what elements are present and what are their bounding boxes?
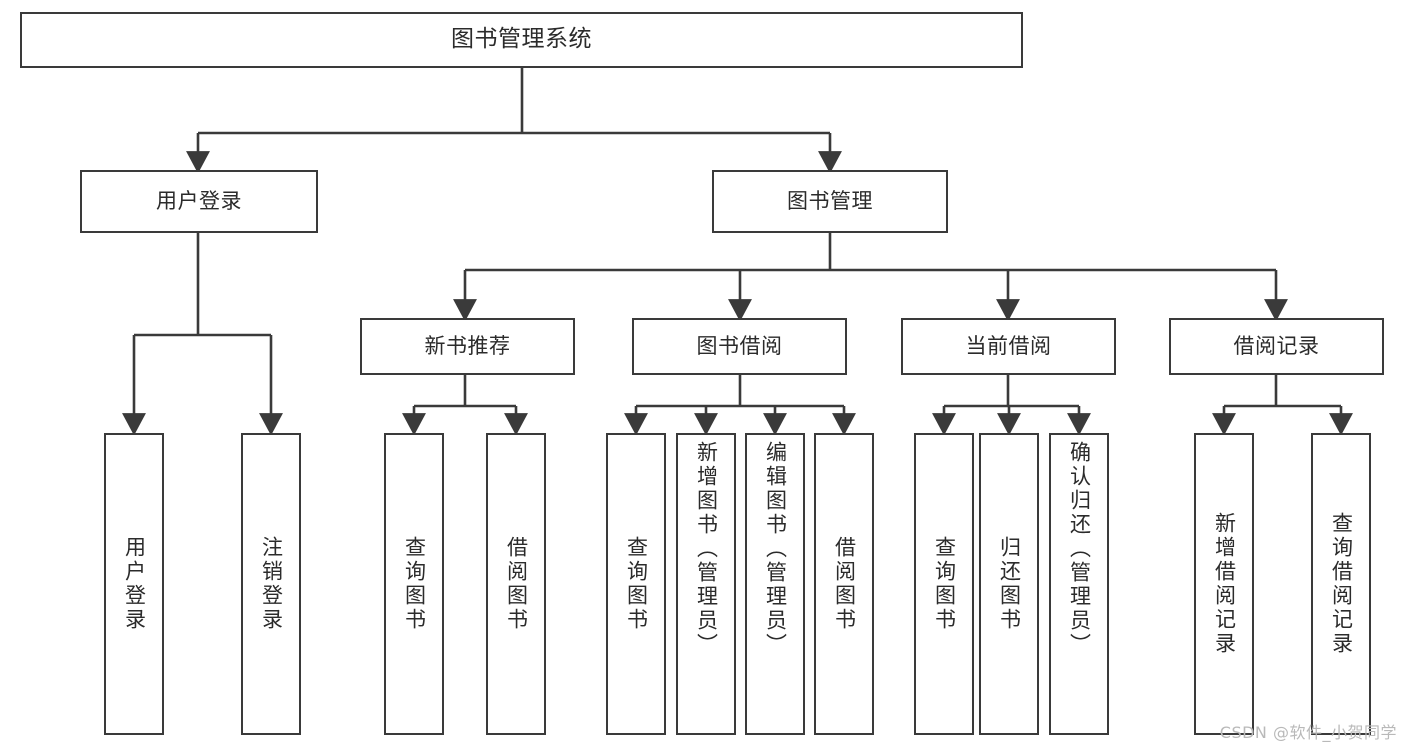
- node-label: 用户登录: [156, 188, 242, 213]
- node-user-login[interactable]: 用户登录: [80, 170, 318, 233]
- node-leaf-query-book-1[interactable]: 查询图书: [384, 433, 444, 735]
- node-leaf-query-book-3[interactable]: 查询图书: [914, 433, 974, 735]
- node-leaf-confirm-return[interactable]: 确认归还（管理员）: [1049, 433, 1109, 735]
- node-label: 借阅图书: [832, 536, 857, 632]
- node-leaf-return-book[interactable]: 归还图书: [979, 433, 1039, 735]
- node-label: 借阅记录: [1233, 333, 1320, 358]
- node-leaf-borrow-book-2[interactable]: 借阅图书: [814, 433, 874, 735]
- node-label: 归还图书: [997, 536, 1022, 632]
- node-borrow-record[interactable]: 借阅记录: [1169, 318, 1384, 375]
- node-label: 查询图书: [932, 536, 957, 632]
- node-book-management-system[interactable]: 图书管理系统: [20, 12, 1023, 68]
- csdn-watermark: CSDN @软件_小贺同学: [1219, 723, 1397, 742]
- node-current-borrow[interactable]: 当前借阅: [901, 318, 1116, 375]
- node-label: 查询借阅记录: [1329, 512, 1354, 656]
- node-label: 图书管理: [787, 188, 873, 213]
- node-leaf-logout-login[interactable]: 注销登录: [241, 433, 301, 735]
- node-new-book-rec[interactable]: 新书推荐: [360, 318, 575, 375]
- node-label: 编辑图书（管理员）: [763, 441, 788, 657]
- node-label: 新增借阅记录: [1212, 512, 1237, 656]
- node-leaf-user-login[interactable]: 用户登录: [104, 433, 164, 735]
- node-book-manage[interactable]: 图书管理: [712, 170, 948, 233]
- node-leaf-query-book-2[interactable]: 查询图书: [606, 433, 666, 735]
- node-label: 当前借阅: [965, 333, 1052, 358]
- node-label: 新书推荐: [424, 333, 511, 358]
- node-label: 用户登录: [122, 536, 147, 632]
- node-label: 注销登录: [259, 536, 284, 632]
- node-label: 确认归还（管理员）: [1067, 441, 1092, 657]
- node-leaf-add-borrow-record[interactable]: 新增借阅记录: [1194, 433, 1254, 735]
- node-label: 新增图书（管理员）: [694, 441, 719, 657]
- node-label: 借阅图书: [504, 536, 529, 632]
- node-label: 图书管理系统: [451, 26, 592, 53]
- node-leaf-borrow-book-1[interactable]: 借阅图书: [486, 433, 546, 735]
- node-label: 查询图书: [402, 536, 427, 632]
- node-leaf-add-book-admin[interactable]: 新增图书（管理员）: [676, 433, 736, 735]
- node-leaf-query-borrow-record[interactable]: 查询借阅记录: [1311, 433, 1371, 735]
- node-label: 图书借阅: [696, 333, 783, 358]
- node-label: 查询图书: [624, 536, 649, 632]
- node-leaf-edit-book-admin[interactable]: 编辑图书（管理员）: [745, 433, 805, 735]
- node-book-borrow[interactable]: 图书借阅: [632, 318, 847, 375]
